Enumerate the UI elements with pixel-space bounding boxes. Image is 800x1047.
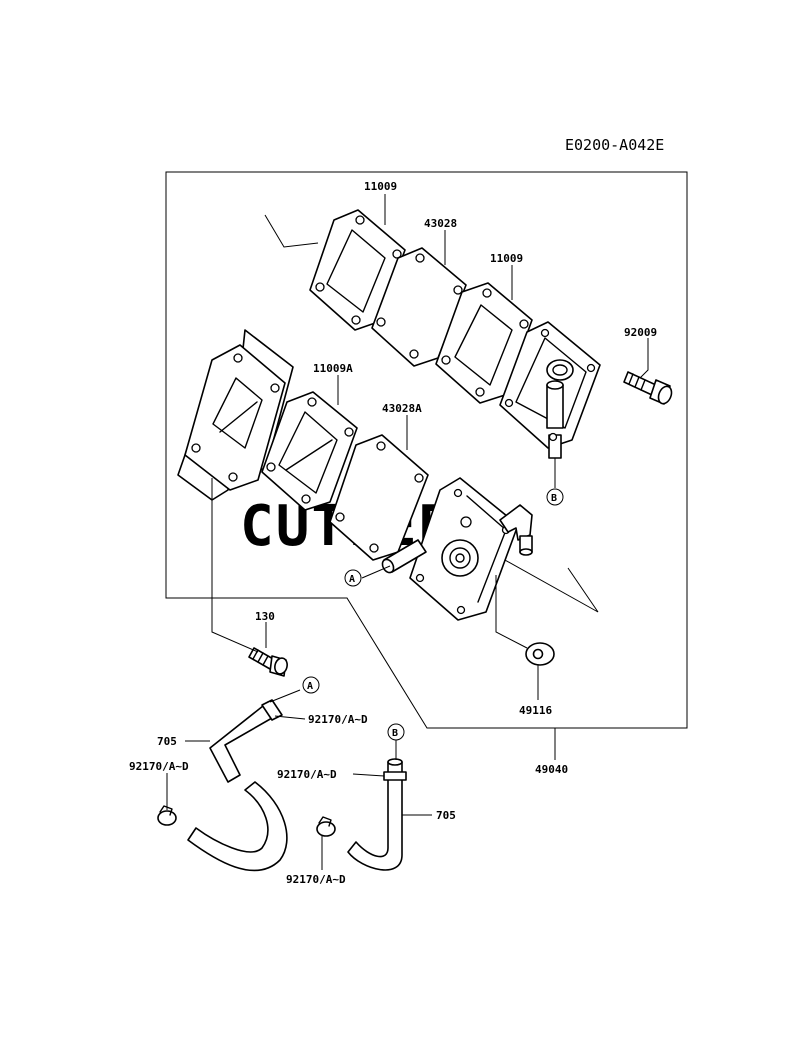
bolt-130 [248, 647, 288, 677]
label-92009: 92009 [624, 326, 657, 339]
marker-a-hose: A [302, 676, 320, 694]
diaphragm-43028 [371, 247, 467, 367]
label-43028: 43028 [424, 217, 457, 230]
fuel-hose-705-right [347, 758, 407, 871]
label-705-right: 705 [436, 809, 456, 822]
assembly-frame [165, 171, 688, 729]
label-92170-upper: 92170/A~D [308, 713, 368, 726]
marker-b-hose-text: B [392, 728, 398, 739]
marker-a-hose-text: A [307, 681, 313, 692]
pump-base-plate [177, 329, 294, 501]
perspective-guide-top [264, 214, 319, 248]
label-130: 130 [255, 610, 275, 623]
perspective-guide-bottom [495, 554, 599, 613]
label-11009-right: 11009 [490, 252, 523, 265]
marker-b-hose: B [387, 723, 405, 741]
gasket-11009-right [435, 282, 533, 404]
marker-b-pump: B [546, 488, 564, 506]
label-705-left: 705 [157, 735, 177, 748]
clamp-92170-center [316, 816, 336, 837]
gasket-11009a [261, 391, 358, 511]
label-92170-middle: 92170/A~D [277, 768, 337, 781]
gasket-11009-top [309, 209, 406, 331]
label-92170-bottom: 92170/A~D [286, 873, 346, 886]
fuel-hose-705-left [187, 699, 288, 872]
label-49040: 49040 [535, 763, 568, 776]
marker-b-pump-text: B [551, 493, 557, 504]
label-11009-top: 11009 [364, 180, 397, 193]
marker-a-pump: A [344, 569, 362, 587]
label-49116: 49116 [519, 704, 552, 717]
diaphragm-43028a [329, 434, 429, 561]
leader-lines [166, 194, 649, 870]
label-43028a: 43028A [382, 402, 422, 415]
washer-49116 [525, 642, 555, 666]
clamp-92170-left [157, 805, 177, 826]
pump-body [381, 477, 533, 621]
label-11009a: 11009A [313, 362, 353, 375]
pump-cover [499, 321, 601, 459]
label-92170-left: 92170/A~D [129, 760, 189, 773]
screw-92009 [623, 371, 673, 405]
marker-a-pump-text: A [349, 574, 355, 585]
diagram-ref-code: E0200-A042E [565, 136, 664, 154]
